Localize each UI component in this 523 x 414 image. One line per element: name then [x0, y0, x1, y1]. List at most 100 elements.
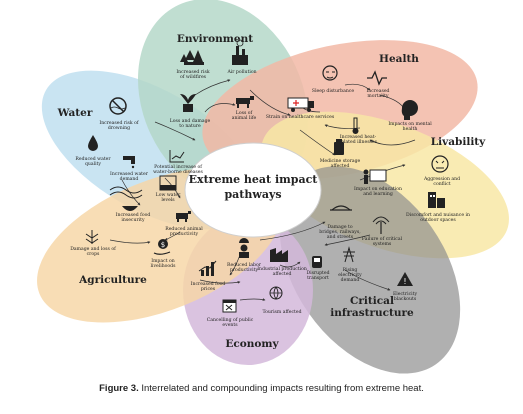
- livestock-icon: [176, 211, 191, 222]
- train-icon: [312, 256, 322, 268]
- node-label: productivity: [230, 267, 259, 273]
- node-label: Increased heat-: [340, 134, 377, 140]
- node-label: Increased food: [116, 212, 151, 218]
- signal-icon: [372, 216, 390, 234]
- connector: [194, 79, 231, 96]
- category-environment: Environment: [177, 33, 253, 45]
- category-water: Water: [57, 107, 93, 119]
- node-label: Damage and loss of: [70, 246, 116, 252]
- connector: [121, 179, 141, 206]
- node-label: outdoor spaces: [420, 217, 456, 223]
- node-label: health: [403, 126, 418, 132]
- category-agriculture: Agriculture: [78, 274, 147, 286]
- category-titles: Environment Health Water Livability Agri…: [57, 33, 487, 350]
- node-label: affected: [331, 163, 350, 169]
- node-label: Impacts on mental: [388, 121, 432, 127]
- node-label: Impact on education: [354, 186, 402, 192]
- node-label: mortality: [367, 93, 389, 99]
- node-label: systems: [373, 241, 392, 247]
- caption-label: Figure 3.: [99, 383, 139, 394]
- node-label: Reduced water: [75, 156, 111, 162]
- money-hand-icon: $: [153, 239, 171, 255]
- center-hub: Extreme heat impact pathways: [184, 142, 322, 238]
- connector: [239, 298, 266, 301]
- node-label: animal life: [232, 115, 257, 121]
- node-label: and learning: [363, 191, 393, 197]
- connector: [369, 139, 416, 146]
- node-label: Strain on healthcare services: [266, 114, 335, 120]
- node-label: affected: [273, 271, 292, 277]
- center-title: Extreme heat impact: [189, 173, 319, 186]
- center-circle: [184, 142, 322, 238]
- node-label: Increased food: [191, 281, 226, 287]
- figure-caption: Figure 3. Interrelated and compounding i…: [0, 383, 523, 394]
- connector: [344, 269, 391, 291]
- node-label: related illnesses: [339, 139, 378, 145]
- water-drop-icon: [88, 135, 98, 151]
- thermometer-icon: [352, 117, 359, 134]
- node-label: Increased water: [110, 171, 149, 177]
- node-label: drowning: [108, 125, 130, 131]
- connector: [279, 261, 301, 268]
- conflict-icon: [431, 155, 449, 173]
- food-bowl-icon: [122, 206, 138, 211]
- cow-icon: [236, 96, 254, 108]
- node-label: Sleep disturbance: [312, 88, 354, 94]
- node-label: Increased risk: [176, 69, 209, 75]
- factory-icon: [232, 39, 248, 65]
- node-label: productivity: [170, 231, 199, 237]
- node-label: Potential increase of: [154, 164, 202, 170]
- node-label: Low water: [156, 192, 181, 198]
- node-label: electricity: [338, 272, 362, 278]
- node-label: and streets: [327, 234, 354, 240]
- node-label: of wildfires: [180, 74, 207, 80]
- low-level-icon: [159, 175, 177, 191]
- teacher-icon: [363, 169, 387, 184]
- plant-icon: [180, 94, 196, 112]
- category-health: Health: [379, 53, 419, 65]
- node-label: Aggression and: [423, 176, 460, 182]
- connector: [259, 221, 326, 241]
- center-title: pathways: [224, 188, 281, 201]
- sleep-icon: [322, 65, 338, 81]
- bridge-icon: [330, 205, 352, 211]
- node-label: demand: [120, 176, 139, 182]
- node-label: conflict: [433, 181, 450, 187]
- connector: [324, 234, 371, 246]
- fields-icon: [109, 186, 143, 199]
- node-label: prices: [201, 286, 216, 292]
- node-label: crops: [87, 252, 100, 257]
- connector: [299, 129, 336, 156]
- globe-icon: [269, 286, 283, 300]
- price-chart-icon: [198, 260, 217, 276]
- svg-text:!: !: [403, 277, 406, 286]
- node-label: Air pollution: [226, 69, 256, 75]
- connector: [154, 121, 196, 141]
- heartbeat-icon: [367, 70, 387, 86]
- category-infrastructure: Critical: [350, 295, 394, 307]
- node-label: Discomfort and nuisance in: [406, 212, 470, 218]
- calendar-icon: [222, 299, 237, 313]
- node-label: Impact on: [151, 258, 174, 264]
- worker-icon: [239, 238, 249, 258]
- node-label: Tourism affected: [262, 309, 301, 315]
- node-label: livelihoods: [151, 263, 177, 269]
- node-label: bridges, railways,: [319, 229, 361, 235]
- connector: [204, 103, 236, 113]
- connector: [344, 83, 371, 91]
- node-label: levels: [161, 197, 175, 203]
- industry-icon: [270, 248, 288, 262]
- node-label: Failure of critical: [362, 236, 403, 242]
- svg-text:$: $: [161, 241, 165, 249]
- connector: [109, 239, 151, 244]
- ambulance-icon: [287, 97, 314, 112]
- node-label: to nature: [179, 123, 201, 129]
- chart-icon: [169, 150, 185, 163]
- warning-icon: !: [397, 272, 413, 286]
- node-label: Loss of: [236, 110, 253, 116]
- crop-icon: [85, 230, 99, 244]
- node-label: Reduced labor: [227, 262, 262, 268]
- node-label: events: [222, 322, 238, 328]
- node-label: Cancelling of public: [207, 317, 254, 323]
- node-label: transport: [307, 275, 329, 281]
